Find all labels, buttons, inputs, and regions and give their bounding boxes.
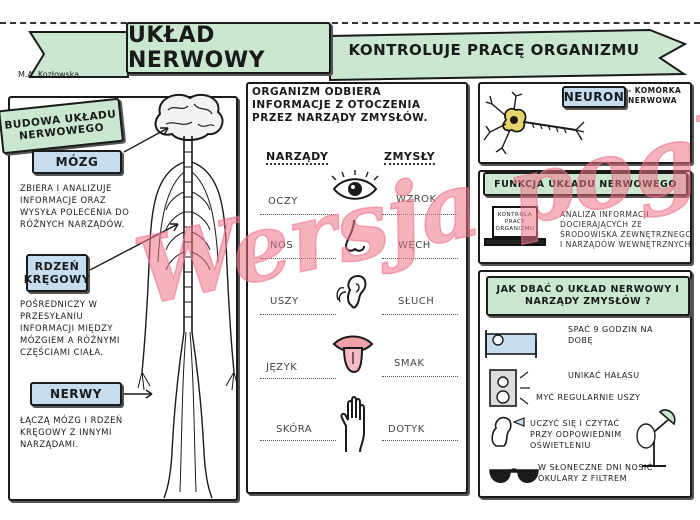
organs-column-header: NARZĄDY bbox=[266, 150, 329, 165]
neuron-label: NEURON bbox=[562, 86, 626, 108]
senses-column-header: ZMYSŁY bbox=[384, 150, 436, 165]
organ-ears: USZY bbox=[270, 296, 299, 307]
laptop-icon: KONTROLA PRACY ORGANIZMU bbox=[492, 206, 538, 238]
care-tip-noise: UNIKAĆ HAŁASU bbox=[568, 371, 640, 380]
sense-taste: SMAK bbox=[394, 358, 425, 369]
brain-description: ZBIERA I ANALIZUJE INFORMACJE ORAZ WYSYŁ… bbox=[20, 183, 130, 229]
organ-tongue: JĘZYK bbox=[266, 362, 298, 373]
nose-icon bbox=[344, 219, 365, 252]
nervous-system-illustration bbox=[137, 93, 239, 499]
hand-icon bbox=[340, 396, 365, 453]
page-title: UKŁAD NERWOWY bbox=[126, 22, 331, 74]
nerves-description: ŁĄCZĄ MÓZG I RDZEŃ KRĘGOWY Z INNYMI NARZ… bbox=[20, 415, 123, 449]
senses-heading: ORGANIZM ODBIERA INFORMACJE Z OTOCZENIA … bbox=[252, 86, 429, 124]
page-subtitle: KONTROLUJE PRACĘ ORGANIZMU bbox=[348, 41, 640, 59]
sense-hearing: SŁUCH bbox=[398, 296, 435, 307]
laptop-base bbox=[484, 238, 546, 246]
sense-touch: DOTYK bbox=[388, 424, 425, 435]
spine-description: POŚREDNICZY W PRZESYŁANIU INFORMACJI MIĘ… bbox=[20, 299, 120, 357]
organ-skin: SKÓRA bbox=[276, 424, 313, 435]
ear-icon bbox=[336, 274, 367, 309]
care-title: JAK DBAĆ O UKŁAD NERWOWY I NARZĄDY ZMYSŁ… bbox=[486, 276, 690, 316]
sense-sight: WZROK bbox=[396, 194, 437, 205]
care-tip-sunglasses: W SŁONECZNE DNI NOSIĆ OKULARY Z FILTREM bbox=[538, 463, 653, 483]
function-description: ANALIZA INFORMACJI DOCIERAJĄCYCH ZE ŚROD… bbox=[560, 210, 692, 249]
care-tip-ears: MYĆ REGULARNIE USZY bbox=[536, 393, 641, 402]
spine-label: RDZEŃ KRĘGOWY bbox=[24, 254, 90, 292]
care-tip-sleep: SPAĆ 9 GODZIN NA DOBĘ bbox=[568, 325, 653, 345]
eye-icon bbox=[331, 170, 379, 200]
tongue-icon bbox=[332, 335, 374, 374]
top-dashed-border bbox=[0, 22, 700, 24]
lamp-icon bbox=[636, 409, 676, 467]
care-tip-light: UCZYĆ SIĘ I CZYTAĆ PRZY ODPOWIEDNIM OŚWI… bbox=[530, 419, 622, 450]
title-ribbon bbox=[28, 28, 688, 82]
care-illustrations bbox=[485, 330, 539, 483]
brain-label: MÓZG bbox=[32, 150, 122, 174]
organ-eyes: OCZY bbox=[268, 196, 298, 207]
function-title: FUNKCJA UKŁADU NERWOWEGO bbox=[483, 172, 688, 196]
neuron-definition: - KOMÓRKA NERWOWA bbox=[628, 86, 682, 105]
author-signature: M.A. Kozłowska bbox=[18, 70, 80, 79]
neuron-illustration bbox=[483, 91, 585, 155]
nerves-label: NERWY bbox=[30, 382, 122, 406]
organ-nose: NOS bbox=[270, 240, 294, 251]
sense-smell: WĘCH bbox=[398, 240, 431, 251]
